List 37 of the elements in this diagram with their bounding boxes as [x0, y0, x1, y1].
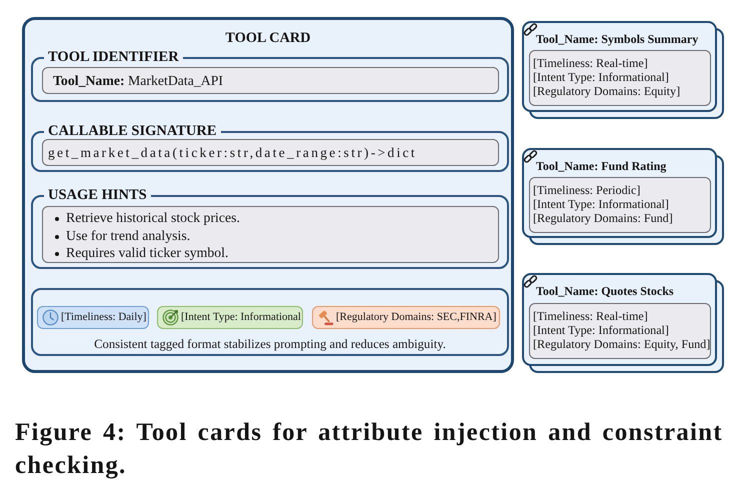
content-panel	[42, 67, 499, 94]
tool-card	[522, 148, 717, 238]
tag-text: [Regulatory Domains: SEC,FINRA]	[336, 310, 496, 325]
note-text: Consistent tagged format stabilizes prompting and reduces ambiguity.	[93, 336, 447, 352]
tool-card	[522, 273, 717, 366]
tool-name-text: Tool_Name: MarketData_API	[53, 72, 224, 89]
tag-text: [Intent Type: Informational	[181, 310, 301, 325]
attribute-text: [Intent Type: Informational]	[533, 197, 669, 211]
attribute-text: [Timeliness: Periodic]	[533, 183, 640, 197]
attribute-text: [Intent Type: Informational]	[533, 323, 669, 337]
attribute-tag	[312, 306, 500, 329]
card-heading: Tool_Name: Fund Rating	[536, 159, 666, 174]
attribute-text: [Timeliness: Real-time]	[533, 56, 648, 70]
attribute-text: [Regulatory Domains: Fund]	[533, 211, 673, 225]
attribute-text: [Regulatory Domains: Equity, Fund]	[533, 337, 710, 351]
tool-card	[22, 17, 514, 373]
tag-section	[31, 288, 509, 356]
attribute-text: [Regulatory Domains: Equity]	[533, 84, 680, 98]
hint-text: Use for trend analysis.	[66, 226, 190, 244]
card-heading: Tool_Name: Symbols Summary	[536, 32, 698, 47]
hint-text: Retrieve historical stock prices.	[66, 209, 240, 227]
attribute-text: [Intent Type: Informational]	[533, 70, 669, 84]
attribute-text: [Timeliness: Real-time]	[533, 309, 648, 323]
content-panel	[42, 206, 499, 263]
content-panel	[42, 139, 499, 166]
card-heading: Tool_Name: Quotes Stocks	[536, 284, 674, 299]
attribute-tag	[157, 306, 303, 329]
tag-text: [Timeliness: Daily]	[61, 310, 146, 325]
signature-text: get_market_data(ticker:str,date_range:str)->dict	[48, 144, 417, 161]
attribute-tag	[37, 306, 149, 329]
figure-caption: Figure 4: Tool cards for attribute injection and constraint checking.	[15, 418, 724, 481]
hint-text: Requires valid ticker symbol.	[66, 244, 228, 262]
card-title: TOOL CARD	[225, 30, 311, 47]
content-panel	[529, 50, 711, 106]
tool-card	[522, 21, 717, 112]
content-panel	[529, 177, 711, 233]
content-panel	[529, 303, 711, 359]
